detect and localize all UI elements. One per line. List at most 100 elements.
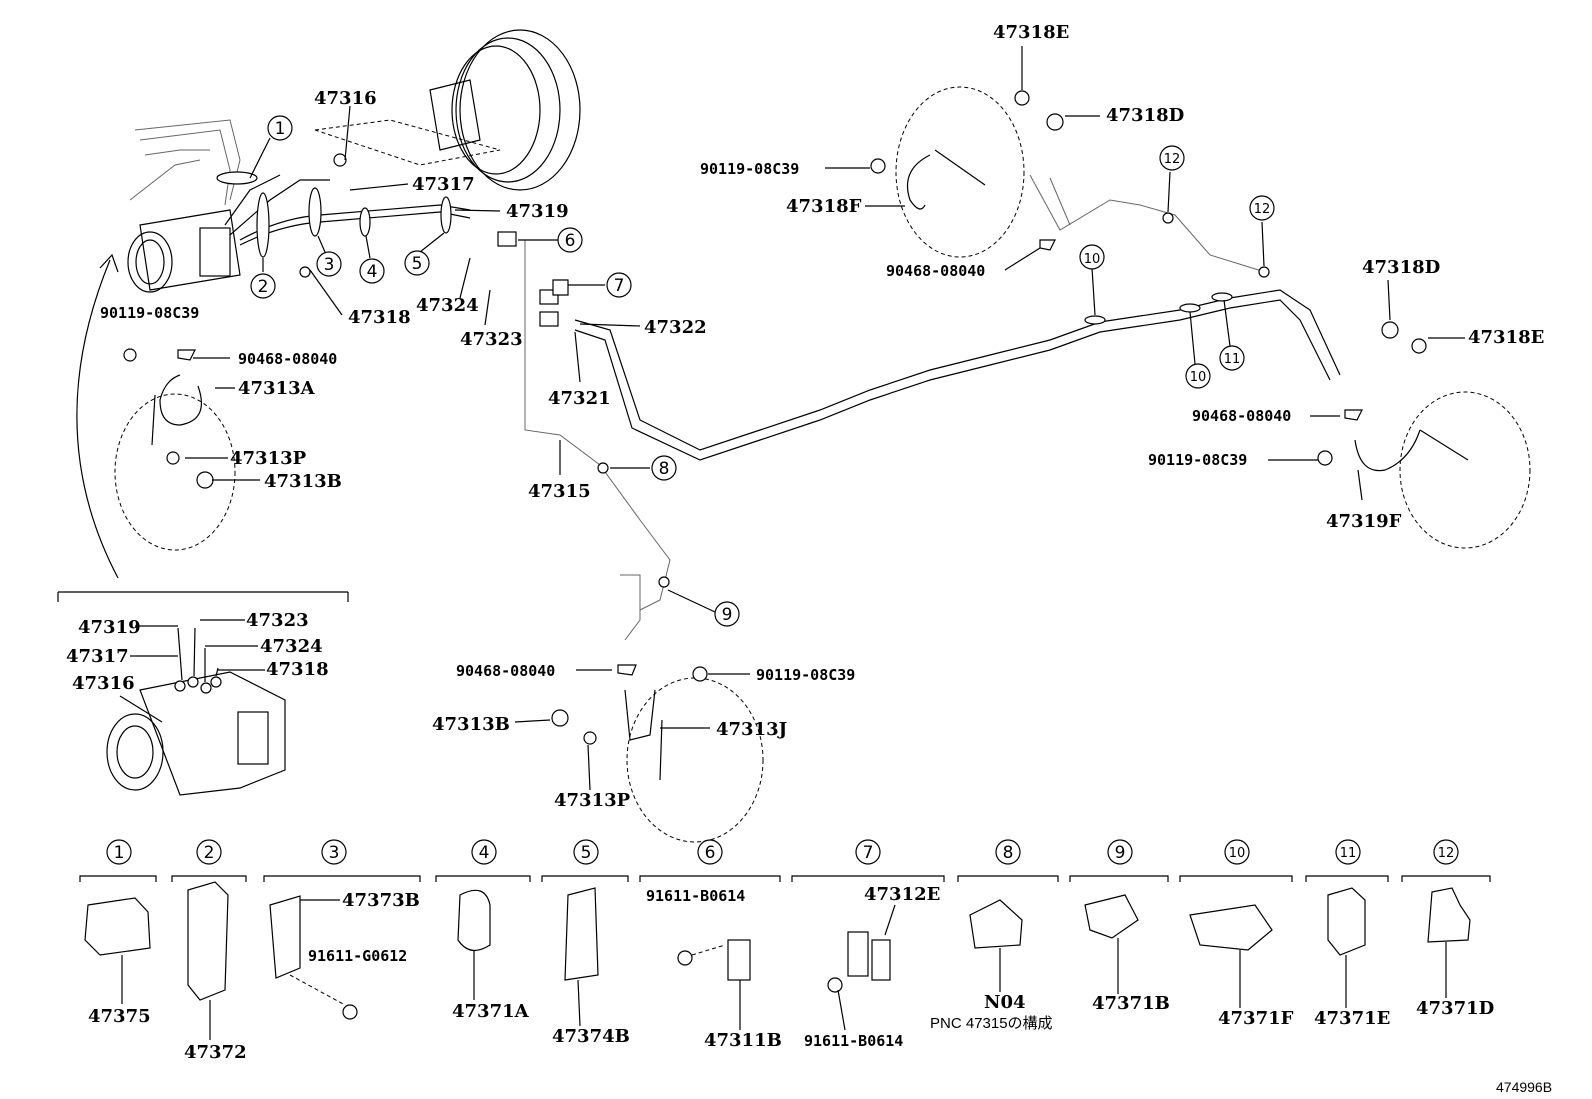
legend-part-47371D: 47371D — [1416, 998, 1494, 1019]
label-47318F: 47318F — [786, 196, 862, 217]
clamp-47371A-drawing — [457, 889, 491, 951]
label-47313B-b: 47313B — [432, 714, 510, 735]
label-90119-08C39-d: 90119-08C39 — [756, 666, 855, 684]
callout-10-a: 10 — [1084, 252, 1101, 267]
legend-num-2: 2 — [204, 843, 215, 863]
clip-47371B-drawing — [1084, 894, 1139, 939]
flex-hoses — [151, 149, 1469, 781]
callout-7: 7 — [614, 276, 625, 296]
label-90468-08040-d: 90468-08040 — [456, 662, 555, 680]
legend-part-91611-B0614-a: 91611-B0614 — [646, 887, 745, 905]
clamp-47374B-drawing — [564, 887, 599, 981]
legend-part-47371A: 47371A — [452, 1001, 530, 1022]
label-47317: 47317 — [412, 174, 475, 195]
callout-12-b: 12 — [1254, 202, 1271, 217]
callout-5: 5 — [412, 254, 423, 274]
label-90119-08C39-b: 90119-08C39 — [700, 160, 799, 178]
label-90119-08C39-a: 90119-08C39 — [100, 304, 199, 322]
label-47318: 47318 — [348, 307, 411, 328]
legend: 1 2 3 4 5 6 7 8 9 10 11 12 47375 47372 4… — [79, 839, 1494, 1063]
inset-label-47324: 47324 — [260, 636, 323, 657]
callout-1: 1 — [275, 119, 286, 139]
clip-N04-drawing — [969, 899, 1023, 949]
label-47313J: 47313J — [716, 719, 787, 740]
legend-part-47311B: 47311B — [704, 1030, 782, 1051]
label-47313B-a: 47313B — [264, 471, 342, 492]
legend-part-N04: N04 — [984, 992, 1026, 1013]
label-47319F: 47319F — [1326, 511, 1402, 532]
label-47315: 47315 — [528, 481, 591, 502]
legend-part-47371F: 47371F — [1218, 1008, 1294, 1029]
legend-part-47371E: 47371E — [1314, 1008, 1390, 1029]
label-47313P-b: 47313P — [554, 790, 631, 811]
clip-47371D-drawing — [1427, 887, 1471, 943]
clip-47371F-drawing — [1189, 904, 1273, 951]
label-47324: 47324 — [416, 295, 479, 316]
clamp-47372-drawing — [187, 881, 229, 1001]
clip-47371E-drawing — [1327, 887, 1366, 956]
inset-arrow — [76, 259, 119, 579]
inset-label-47319: 47319 — [78, 617, 141, 638]
label-47322: 47322 — [644, 317, 707, 338]
label-90119-08C39-c: 90119-08C39 — [1148, 451, 1247, 469]
label-47318D-top: 47318D — [1106, 105, 1184, 126]
label-90468-08040-b: 90468-08040 — [886, 262, 985, 280]
legend-part-91611-G0612: 91611-G0612 — [308, 947, 407, 965]
legend-num-5: 5 — [581, 843, 592, 863]
legend-num-12: 12 — [1438, 846, 1455, 861]
label-47319: 47319 — [506, 201, 569, 222]
legend-num-8: 8 — [1003, 843, 1014, 863]
label-90468-08040-c: 90468-08040 — [1192, 407, 1291, 425]
callout-circles: 1 2 3 4 5 6 7 8 9 10 10 11 12 12 — [250, 115, 1275, 627]
legend-part-47372: 47372 — [184, 1042, 247, 1063]
legend-num-10: 10 — [1229, 846, 1246, 861]
legend-part-47312E: 47312E — [864, 884, 940, 905]
legend-num-3: 3 — [329, 843, 340, 863]
label-47318E-right: 47318E — [1468, 327, 1544, 348]
inset-actuator — [57, 591, 349, 796]
legend-part-47373B: 47373B — [342, 890, 420, 911]
label-47321: 47321 — [548, 388, 611, 409]
label-47323: 47323 — [460, 329, 523, 350]
legend-num-1: 1 — [114, 843, 125, 863]
label-47313A: 47313A — [238, 378, 316, 399]
callout-10-b: 10 — [1190, 370, 1207, 385]
label-47313P-a: 47313P — [230, 448, 307, 469]
legend-num-7: 7 — [863, 843, 874, 863]
callout-8: 8 — [659, 459, 670, 479]
callout-11: 11 — [1224, 352, 1241, 367]
legend-num-11: 11 — [1340, 846, 1357, 861]
fasteners — [123, 90, 1427, 745]
legend-part-91611-B0614-b: 91611-B0614 — [804, 1032, 903, 1050]
legend-num-9: 9 — [1115, 843, 1126, 863]
brake-booster — [314, 29, 581, 191]
callout-12-a: 12 — [1164, 152, 1181, 167]
legend-part-47371B: 47371B — [1092, 993, 1170, 1014]
label-47318D-right: 47318D — [1362, 257, 1440, 278]
legend-part-47374B: 47374B — [552, 1026, 630, 1047]
label-47318E-top: 47318E — [993, 22, 1069, 43]
brake-tubes — [524, 174, 1341, 641]
legend-note: PNC 47315の構成 — [930, 1015, 1053, 1032]
leader-lines — [185, 46, 1465, 791]
figure-ref: 474996B — [1496, 1079, 1552, 1095]
legend-num-6: 6 — [705, 843, 716, 863]
legend-part-47375: 47375 — [88, 1006, 151, 1027]
callout-4: 4 — [367, 262, 378, 282]
label-90468-08040-a: 90468-08040 — [238, 350, 337, 368]
clamp-47375-drawing — [84, 897, 151, 956]
inset-label-47323: 47323 — [246, 610, 309, 631]
clamp-47373B-drawing — [269, 895, 301, 979]
arrow-head — [99, 253, 119, 273]
inset-label-47317: 47317 — [66, 646, 129, 667]
part-labels: 47316 47317 47319 47324 47323 47322 4732… — [66, 22, 1544, 811]
callout-9: 9 — [722, 605, 733, 625]
legend-num-4: 4 — [479, 843, 490, 863]
callout-2: 2 — [258, 277, 269, 297]
inset-label-47316: 47316 — [72, 673, 135, 694]
label-47316: 47316 — [314, 88, 377, 109]
callout-6: 6 — [565, 231, 576, 251]
inset-label-47318: 47318 — [266, 659, 329, 680]
